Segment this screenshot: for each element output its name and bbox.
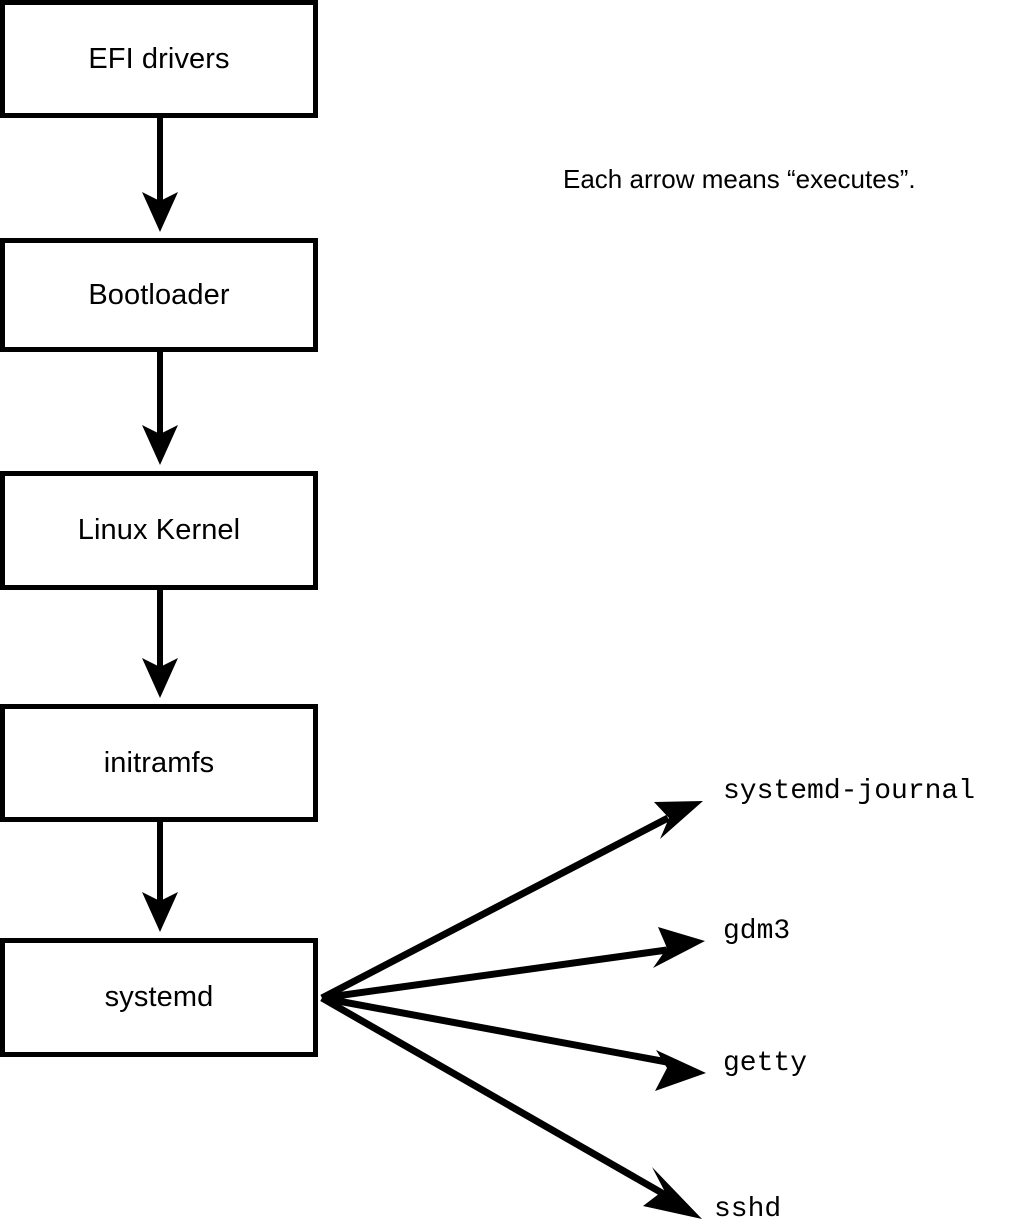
node-box-initramfs[interactable]: initramfs bbox=[0, 704, 318, 822]
node-box-systemd[interactable]: systemd bbox=[0, 938, 318, 1057]
node-box-bootloader[interactable]: Bootloader bbox=[0, 238, 318, 352]
fan-arrow-systemd-journal bbox=[320, 801, 703, 1002]
leaf-label-gdm3[interactable]: gdm3 bbox=[723, 916, 791, 947]
node-label-bootloader: Bootloader bbox=[88, 278, 230, 311]
leaf-label-systemd-journal[interactable]: systemd-journal bbox=[723, 776, 976, 807]
node-label-systemd: systemd bbox=[104, 981, 214, 1013]
chain-arrow-kernel-to-initramfs bbox=[142, 590, 178, 698]
chain-arrow-efi-to-bootloader bbox=[142, 118, 178, 232]
diagram-annotation: Each arrow means “executes”. bbox=[563, 164, 916, 194]
chain-arrow-bootloader-to-kernel bbox=[142, 352, 178, 465]
node-label-initramfs: initramfs bbox=[103, 746, 215, 779]
fan-arrow-sshd bbox=[320, 994, 702, 1219]
node-box-efi-drivers[interactable]: EFI drivers bbox=[0, 0, 318, 118]
chain-arrow-initramfs-to-systemd bbox=[142, 822, 178, 932]
node-label-efi-drivers: EFI drivers bbox=[88, 42, 230, 75]
node-box-linux-kernel[interactable]: Linux Kernel bbox=[0, 471, 318, 590]
node-label-linux-kernel: Linux Kernel bbox=[77, 514, 241, 546]
fan-arrow-getty bbox=[321, 994, 706, 1091]
fan-arrow-gdm3 bbox=[321, 927, 705, 1002]
leaf-label-getty[interactable]: getty bbox=[723, 1048, 808, 1079]
leaf-label-sshd[interactable]: sshd bbox=[714, 1194, 782, 1225]
